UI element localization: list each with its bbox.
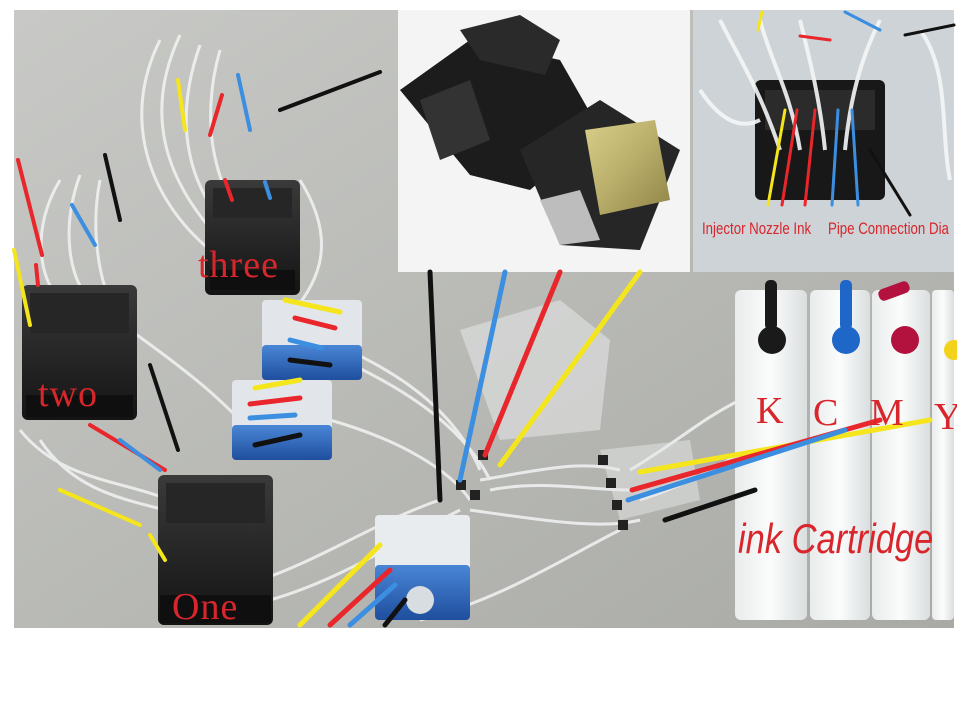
arrows-ink-cartridge <box>625 417 933 523</box>
arrows-head-two <box>12 153 122 327</box>
arrows-lower-damper <box>297 542 408 628</box>
damper-block-lower <box>375 515 470 620</box>
print-head-one <box>158 475 273 625</box>
arrows-center <box>427 269 643 503</box>
ink-tank-y <box>932 290 957 620</box>
label-three: three <box>198 244 279 286</box>
ink-tank-m <box>872 281 930 620</box>
plastic-film <box>460 300 610 440</box>
ink-label-k: K <box>756 390 784 432</box>
print-head-two <box>22 285 137 420</box>
arrows-inset-head <box>756 10 956 217</box>
ink-label-m: M <box>870 392 904 434</box>
ink-label-c: C <box>813 392 839 434</box>
damper-block-upper <box>262 300 362 380</box>
arrows-damper-blocks <box>247 297 343 448</box>
plastic-film <box>600 440 700 520</box>
label-two: two <box>38 373 98 415</box>
arrows-head-three <box>176 70 382 202</box>
print-head-three <box>205 180 300 295</box>
label-one: One <box>172 586 239 628</box>
inset-tubes <box>698 19 952 181</box>
damper-block-middle <box>232 380 332 460</box>
ink-tank-c <box>810 280 870 620</box>
label-ink-cartridge: ink Cartridge <box>738 515 934 562</box>
ink-label-y: Y <box>934 396 957 438</box>
printhead-nozzle-plate <box>520 100 680 250</box>
label-injector-nozzle-ink: Injector Nozzle Ink <box>702 219 812 238</box>
arrows-head-one <box>58 363 180 562</box>
label-pipe-connection: Pipe Connection Dia <box>828 219 949 238</box>
